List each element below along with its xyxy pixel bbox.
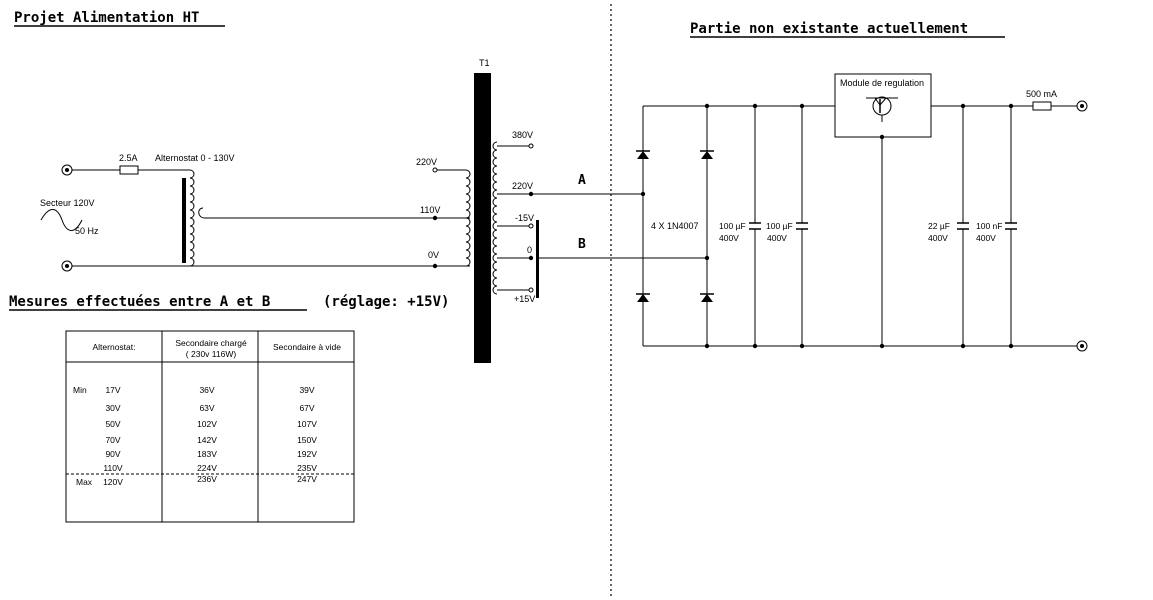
tap-380v	[528, 143, 534, 149]
table-header-noload: Secondaire à vide	[273, 342, 341, 352]
table-cell-r2-c2: 107V	[297, 419, 317, 429]
c2-value: 100 µF	[766, 221, 793, 231]
variac-coil	[189, 169, 195, 267]
capacitor-c2	[796, 222, 808, 230]
regulator-label: Module de regulation	[840, 78, 924, 88]
c4-voltage: 400V	[976, 233, 996, 243]
diode-d3	[636, 293, 650, 302]
table-cell-r3-c2: 150V	[297, 435, 317, 445]
p0-label: 0V	[428, 250, 439, 260]
table-cell-r1-c2: 67V	[299, 403, 314, 413]
table-cell-r4-c1: 183V	[197, 449, 217, 459]
table-cell-r5-c2: 235V	[297, 463, 317, 473]
input-terminal-bottom	[61, 260, 73, 272]
table-max-label: Max	[76, 477, 93, 487]
table-cell-r0-c0: 17V	[105, 385, 120, 395]
p220-label: 220V	[416, 157, 437, 167]
table-cell-r6-c0: 120V	[103, 477, 123, 487]
table-cell-r5-c0: 110V	[103, 463, 123, 473]
table-cell-r6-c1: 236V	[197, 474, 217, 484]
table-cell-r3-c0: 70V	[105, 435, 120, 445]
table-min-label: Min	[73, 385, 87, 395]
variac-label: Alternostat 0 - 130V	[155, 153, 235, 163]
c3-value: 22 µF	[928, 221, 950, 231]
table-header-loaded: Secondaire chargé	[175, 338, 247, 348]
input-terminal-top	[61, 164, 73, 176]
measures-table: Alternostat: Secondaire chargé ( 230v 11…	[65, 330, 355, 523]
diode-d4	[700, 293, 714, 302]
variac-wiper	[198, 207, 212, 219]
title-left: Projet Alimentation HT	[14, 10, 199, 26]
capacitor-c3	[957, 222, 969, 230]
variac-core	[182, 178, 186, 263]
table-cell-r0-c2: 39V	[299, 385, 314, 395]
fuse1-label: 2.5A	[119, 153, 138, 163]
table-header-loaded-sub: ( 230v 116W)	[186, 349, 237, 359]
node-a-label: A	[578, 173, 586, 188]
c1-value: 100 µF	[719, 221, 746, 231]
capacitor-c4	[1005, 222, 1017, 230]
table-cell-r0-c1: 36V	[199, 385, 214, 395]
transistor-icon	[866, 96, 898, 122]
capacitor-c1	[749, 222, 761, 230]
c4-value: 100 nF	[976, 221, 1002, 231]
table-cell-r1-c1: 63V	[199, 403, 214, 413]
title-right: Partie non existante actuellement	[690, 21, 968, 37]
fuse2-label: 500 mA	[1026, 89, 1057, 99]
s380-label: 380V	[512, 130, 533, 140]
s220-label: 220V	[512, 181, 533, 191]
title-measures-setting: (réglage: +15V)	[323, 294, 449, 310]
output-terminal-top	[1076, 100, 1088, 112]
sp15-label: +15V	[514, 294, 535, 304]
diodes-label: 4 X 1N4007	[651, 221, 699, 231]
table-cell-r4-c2: 192V	[297, 449, 317, 459]
table-cell-r2-c1: 102V	[197, 419, 217, 429]
title-measures: Mesures effectuées entre A et B	[9, 294, 270, 310]
p110-label: 110V	[420, 205, 440, 215]
c3-voltage: 400V	[928, 233, 948, 243]
diode-d1	[636, 150, 650, 159]
table-cell-r2-c0: 50V	[105, 419, 120, 429]
output-terminal-bottom	[1076, 340, 1088, 352]
table-cell-r5-c1: 224V	[197, 463, 217, 473]
table-cell-r4-c0: 90V	[105, 449, 120, 459]
mains-freq: 50 Hz	[75, 226, 99, 236]
ac-sine-icon	[40, 209, 83, 231]
sm15-label: -15V	[515, 213, 534, 223]
table-cell-r1-c0: 30V	[105, 403, 120, 413]
fuse-2-5a	[119, 165, 139, 175]
table-header-alternostat: Alternostat:	[93, 342, 136, 352]
fuse-500ma	[1032, 101, 1052, 111]
diode-d2	[700, 150, 714, 159]
mains-label: Secteur 120V	[40, 198, 95, 208]
c2-voltage: 400V	[767, 233, 787, 243]
table-cell-r6-c2: 247V	[297, 474, 317, 484]
c1-voltage: 400V	[719, 233, 739, 243]
table-cell-r3-c1: 142V	[197, 435, 217, 445]
t1-label: T1	[479, 58, 490, 68]
tap-selector-bar	[536, 220, 539, 298]
node-b-label: B	[578, 237, 586, 252]
tap-220v-primary	[432, 167, 438, 173]
table-rows: 17V 36V 39V 30V 63V 67V 50V 102V 107V 70V 142V 150V…	[103, 385, 317, 487]
s0-label: 0	[527, 245, 532, 255]
secondary-coil	[492, 141, 498, 295]
transformer-core	[474, 73, 491, 363]
